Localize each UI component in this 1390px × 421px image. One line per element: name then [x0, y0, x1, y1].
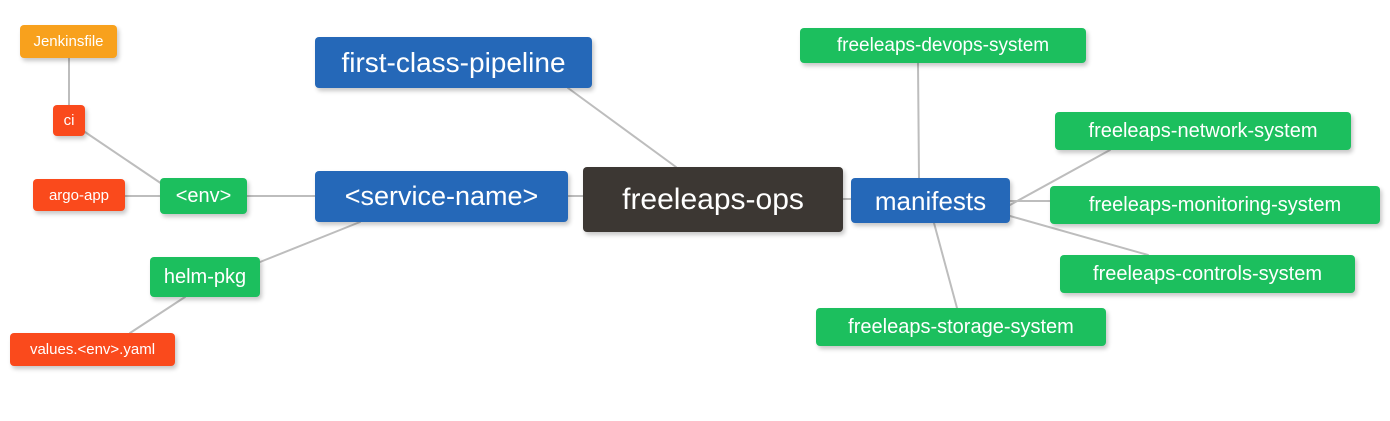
- node-first-class-pipeline[interactable]: first-class-pipeline: [315, 37, 592, 88]
- node-label-freeleaps-devops-system: freeleaps-devops-system: [836, 35, 1050, 56]
- node-ci[interactable]: ci: [53, 105, 85, 136]
- edge-pipeline-ops: [567, 87, 677, 168]
- edge-helmpkg-servicename: [259, 221, 361, 263]
- node-label-service-name: <service-name>: [344, 181, 539, 211]
- node-jenkinsfile[interactable]: Jenkinsfile: [20, 25, 117, 58]
- node-label-ci: ci: [63, 112, 75, 129]
- node-freeleaps-monitoring-system[interactable]: freeleaps-monitoring-system: [1050, 186, 1380, 224]
- node-label-freeleaps-ops: freeleaps-ops: [622, 182, 804, 216]
- node-freeleaps-storage-system[interactable]: freeleaps-storage-system: [816, 308, 1106, 346]
- node-freeleaps-controls-system[interactable]: freeleaps-controls-system: [1060, 255, 1355, 293]
- node-values-yaml[interactable]: values.<env>.yaml: [10, 333, 175, 366]
- node-freeleaps-devops-system[interactable]: freeleaps-devops-system: [800, 28, 1086, 63]
- node-label-jenkinsfile: Jenkinsfile: [33, 33, 104, 50]
- node-env[interactable]: <env>: [160, 178, 247, 214]
- node-freeleaps-ops[interactable]: freeleaps-ops: [583, 167, 843, 232]
- edge-manifests-devops: [917, 62, 920, 179]
- node-label-values-yaml: values.<env>.yaml: [29, 341, 156, 358]
- node-argo-app[interactable]: argo-app: [33, 179, 125, 211]
- node-label-freeleaps-controls-system: freeleaps-controls-system: [1093, 263, 1322, 285]
- node-freeleaps-network-system[interactable]: freeleaps-network-system: [1055, 112, 1351, 150]
- node-service-name[interactable]: <service-name>: [315, 171, 568, 222]
- edge-valuesyaml-helmpkg: [129, 296, 186, 334]
- node-helm-pkg[interactable]: helm-pkg: [150, 257, 260, 297]
- node-label-argo-app: argo-app: [48, 186, 110, 204]
- node-label-helm-pkg: helm-pkg: [163, 266, 247, 288]
- node-manifests[interactable]: manifests: [851, 178, 1010, 223]
- edge-ci-env: [84, 131, 163, 185]
- node-label-freeleaps-monitoring-system: freeleaps-monitoring-system: [1088, 194, 1342, 216]
- node-label-manifests: manifests: [874, 185, 987, 216]
- node-label-env: <env>: [175, 185, 232, 207]
- node-label-freeleaps-storage-system: freeleaps-storage-system: [848, 316, 1074, 338]
- node-label-first-class-pipeline: first-class-pipeline: [341, 46, 566, 78]
- edge-manifests-storage: [933, 222, 958, 309]
- node-label-freeleaps-network-system: freeleaps-network-system: [1088, 120, 1318, 142]
